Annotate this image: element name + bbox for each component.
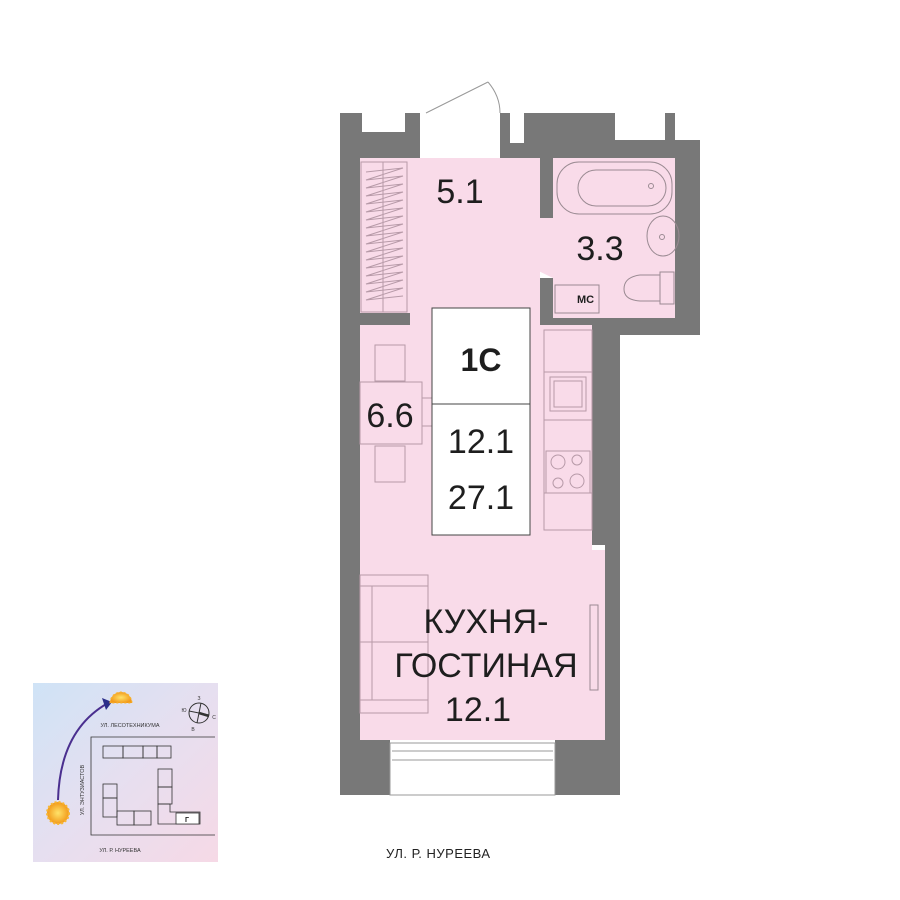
- total-area-summary: 27.1: [448, 479, 514, 517]
- sink-unit: [549, 376, 587, 412]
- bathroom-area: 3.3: [576, 230, 623, 268]
- compass-east: С: [212, 715, 216, 721]
- kitchen-unit: [543, 329, 593, 531]
- hall-area: 5.1: [436, 173, 483, 211]
- sofa: [359, 574, 429, 714]
- sunset-icon: [109, 691, 133, 704]
- street-left: УЛ. ЭНТУЗИАСТОВ: [80, 765, 86, 816]
- bathroom: [520, 158, 675, 318]
- toilet: [623, 274, 661, 302]
- section-marker: Г: [185, 817, 189, 824]
- sink: [646, 215, 680, 257]
- dining-area: 6.6: [366, 397, 413, 435]
- entrance-door: [425, 81, 501, 114]
- street-label: УЛ. Р. НУРЕЕВА: [386, 846, 491, 861]
- living-label-2: ГОСТИНАЯ: [394, 647, 577, 685]
- living-area: 12.1: [445, 691, 511, 729]
- shaft-label: МС: [577, 294, 594, 306]
- wardrobe: [360, 161, 408, 313]
- bathtub: [556, 161, 673, 215]
- compass-icon: [188, 702, 210, 724]
- window: [389, 742, 556, 796]
- bathroom-fixtures: [554, 161, 680, 314]
- compass-north: З: [197, 696, 200, 702]
- hallway: [360, 158, 540, 313]
- living-label-1: КУХНЯ-: [424, 603, 549, 641]
- tv: [589, 604, 599, 691]
- compass-south: В: [191, 727, 195, 733]
- apartment-type: 1С: [461, 342, 502, 378]
- apartment-info-box: [431, 307, 531, 536]
- sun-path-arrow: [57, 702, 109, 801]
- living-area-summary: 12.1: [448, 423, 514, 461]
- dining-table: [359, 344, 433, 483]
- site-buildings: [90, 736, 215, 836]
- compass-west: Ю: [181, 708, 186, 714]
- street-top: УЛ. ЛЕСОТЕХНИКУМА: [100, 723, 159, 729]
- shaft: [554, 284, 600, 314]
- street-bottom: УЛ. Р. НУРЕЕВА: [99, 848, 141, 854]
- sun-icon: [46, 801, 70, 825]
- site-map: З Ю С В УЛ. ЛЕСОТЕХНИКУМА УЛ. ЭНТУЗИАСТО…: [33, 683, 218, 862]
